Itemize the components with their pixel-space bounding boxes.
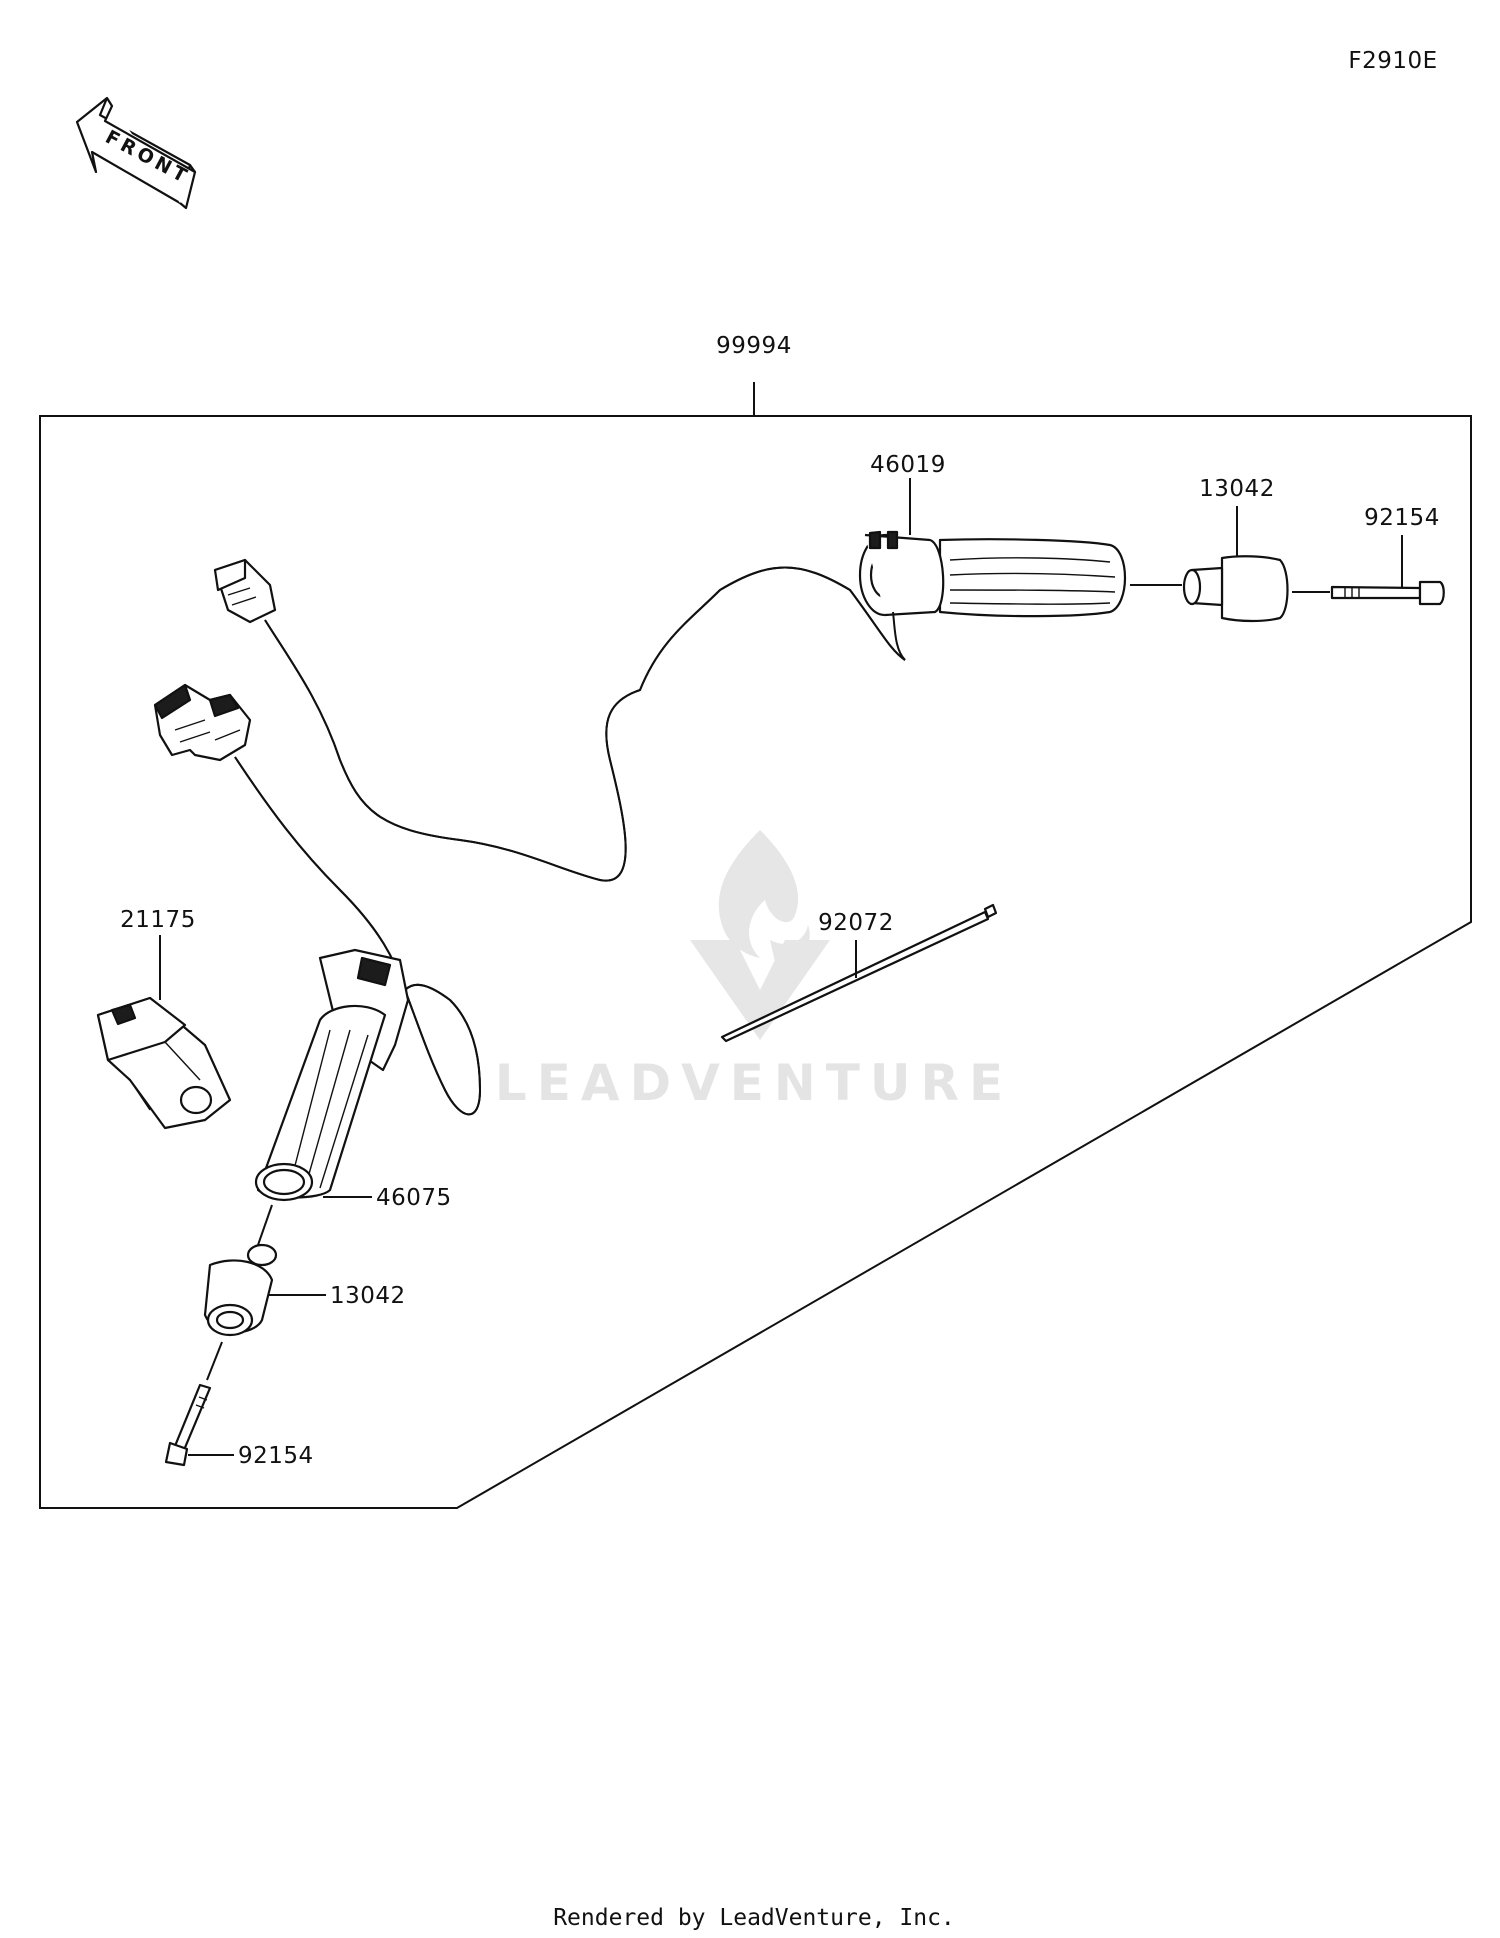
label-kit: 99994 bbox=[716, 333, 792, 359]
footer-credit: Rendered by LeadVenture, Inc. bbox=[553, 1905, 955, 1931]
flame-logo-icon bbox=[718, 830, 810, 963]
label-right-grip: 46019 bbox=[870, 452, 946, 478]
v-logo-icon bbox=[690, 940, 830, 1040]
watermark: LEADVENTURE bbox=[495, 830, 1013, 1112]
kit-outline bbox=[39, 415, 1472, 1509]
label-left-bolt: 92154 bbox=[238, 1443, 314, 1469]
figure-code: F2910E bbox=[1348, 48, 1437, 74]
label-right-bolt: 92154 bbox=[1364, 505, 1440, 531]
right-bolt bbox=[1330, 580, 1445, 606]
right-weight bbox=[1182, 555, 1289, 623]
label-controller: 21175 bbox=[120, 907, 196, 933]
front-indicator: FRONT bbox=[75, 96, 197, 210]
label-left-weight: 13042 bbox=[330, 1283, 406, 1309]
label-cable-tie: 92072 bbox=[818, 910, 894, 936]
left-bolt bbox=[164, 1383, 212, 1467]
label-left-grip: 46075 bbox=[376, 1185, 452, 1211]
left-grip bbox=[254, 948, 410, 1202]
wiring-harness bbox=[153, 558, 906, 1116]
label-right-weight: 13042 bbox=[1199, 476, 1275, 502]
right-grip bbox=[858, 530, 1127, 661]
watermark-text: LEADVENTURE bbox=[495, 1054, 1013, 1112]
left-weight bbox=[203, 1243, 278, 1337]
controller bbox=[96, 996, 232, 1130]
